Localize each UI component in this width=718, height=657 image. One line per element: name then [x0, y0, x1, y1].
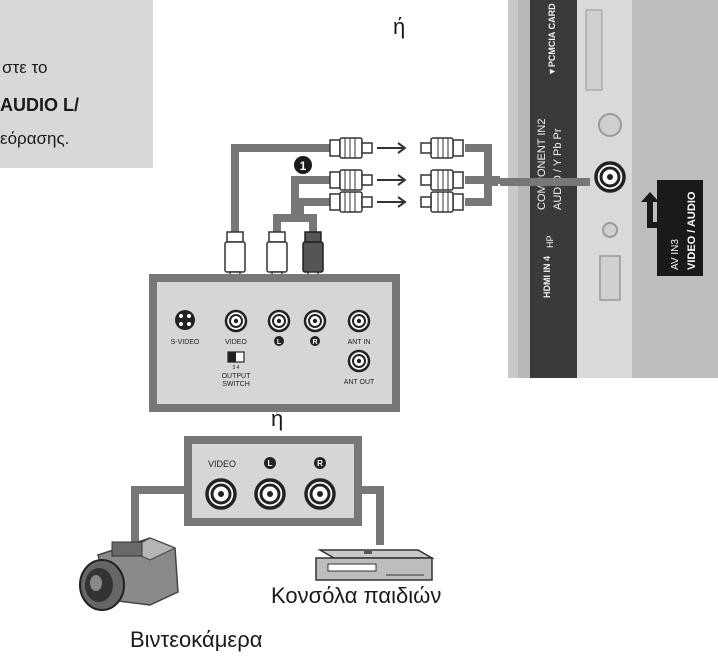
s-video-jack-icon [175, 310, 195, 330]
vcr-l-label: L [277, 339, 282, 346]
game-console-icon [315, 549, 435, 581]
camcorder-icon [79, 537, 179, 611]
vcr-audio-l-jack-icon [267, 309, 291, 333]
cam-r-label: R [317, 459, 323, 468]
vcr-audio-r-jack-icon [303, 309, 327, 333]
cam-audio-l-jack-icon [254, 478, 286, 510]
hdmi-in4-label: HDMI IN 4 [542, 256, 552, 298]
cam-audio-r-jack-icon [304, 478, 336, 510]
cam-l-label: L [268, 459, 273, 468]
headphone-label: HP [545, 235, 555, 248]
component-in2-label: COMPONENT IN2 [536, 119, 548, 210]
or-label-middle: ή [271, 406, 284, 431]
cam-r-badge [314, 457, 326, 469]
instruction-line-1: στε το [2, 58, 48, 77]
rca-plug-pairs [329, 137, 464, 213]
vcr-ant-out-jack-icon [347, 349, 371, 373]
vcr-ant-in-jack-icon [347, 309, 371, 333]
output-switch-icon [227, 351, 245, 363]
instruction-line-2: AUDIO L/ [0, 95, 79, 115]
cables [231, 144, 590, 232]
component-sub-label: AUDIO / Y Pb Pr [552, 128, 564, 210]
switch-channel-label: 3 4 [233, 365, 240, 371]
callout-number: 1 [300, 159, 307, 173]
cam-video-jack-icon [205, 478, 237, 510]
av-in3-sub-label: VIDEO / AUDIO [686, 191, 698, 270]
tv-av-in3-jack-icon [594, 161, 626, 193]
ant-in-label: ANT IN [348, 339, 371, 346]
vcr-rear-panel: S-VIDEO VIDEO L R ANT IN ANT OUT 3 4 OUT… [149, 274, 400, 412]
caption-camcorder: Βιντεοκάμερα [130, 627, 263, 652]
cam-video-label: VIDEO [208, 459, 236, 469]
instruction-line-3: εόρασης. [0, 129, 70, 148]
vcr-r-badge [310, 336, 320, 346]
output-label: OUTPUT [222, 373, 252, 380]
vcr-video-label: VIDEO [225, 339, 247, 346]
ant-out-label: ANT OUT [344, 379, 375, 386]
vcr-r-label: R [312, 339, 317, 346]
av-in3-label: AV IN3 [670, 239, 681, 270]
camera-console-panel: VIDEO L R [131, 436, 384, 545]
switch-label: SWITCH [222, 381, 250, 388]
cam-l-badge [264, 457, 276, 469]
pcmcia-card-label: ▼PCMCIA CARD [547, 3, 557, 76]
vcr-video-jack-icon [224, 309, 248, 333]
tv-side-panel: ▼PCMCIA CARD COMPONENT IN2 AUDIO / Y Pb … [508, 0, 718, 378]
s-video-label: S-VIDEO [171, 339, 200, 346]
vcr-l-badge [274, 336, 284, 346]
caption-game-console: Κονσόλα παιδιών [271, 583, 442, 608]
instruction-box: στε το AUDIO L/ εόρασης. [0, 0, 153, 168]
or-label-top: ή [393, 14, 406, 39]
callout-badge [294, 156, 312, 174]
